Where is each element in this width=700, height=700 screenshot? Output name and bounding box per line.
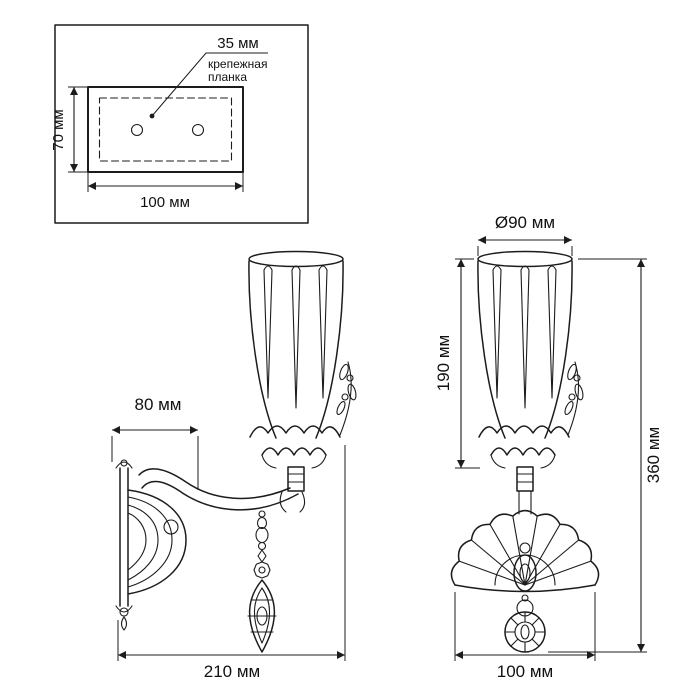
- plate-width-dim-label: 100 мм: [140, 194, 190, 211]
- front-shade-height-dimension: 190 мм: [434, 258, 480, 469]
- side-floral-sprig: [336, 361, 357, 436]
- side-total-depth-dimension: 210 мм: [117, 445, 346, 681]
- side-shade-stem: [287, 466, 305, 492]
- callout-leader-dot: [149, 113, 155, 119]
- front-crystal-pendant: [504, 594, 546, 653]
- front-shade: [477, 250, 584, 515]
- fan-rays: [458, 515, 592, 586]
- front-floral-sprig: [564, 361, 584, 436]
- fan-center-bead: [519, 542, 531, 554]
- shade-dart: [547, 265, 557, 399]
- side-crystal-drop: [247, 510, 277, 653]
- plate-height-dim-label: 70 мм: [50, 109, 67, 150]
- shade-dart: [263, 265, 273, 399]
- side-ruffle-collar: [249, 425, 341, 469]
- front-ruffle-collar: [478, 425, 570, 469]
- plate-height-dimension: 70 мм: [50, 86, 88, 173]
- fan-center-knob: [513, 554, 537, 592]
- side-depth-dim-label: 80 мм: [134, 395, 181, 414]
- front-diameter-dimension: Ø90 мм: [477, 213, 573, 256]
- front-shade-stem: [516, 466, 534, 515]
- front-backplate-width-dimension: 100 мм: [454, 592, 596, 681]
- shade-dart: [318, 265, 328, 399]
- side-total-depth-dim-label: 210 мм: [204, 662, 260, 681]
- mounting-plate-dashed-outline: [98, 97, 233, 162]
- front-fan-backplate: [450, 509, 600, 593]
- fan-scalloped-edge: [450, 509, 600, 586]
- front-shade-height-dim-label: 190 мм: [434, 335, 453, 391]
- shade-dart: [492, 265, 502, 399]
- front-backplate-width-dim-label: 100 мм: [497, 662, 553, 681]
- plate-label-line2: планка: [208, 70, 247, 84]
- side-dome-knob: [163, 519, 179, 535]
- shade-dart: [291, 265, 301, 409]
- plate-width-dimension: 100 мм: [87, 172, 244, 211]
- side-shade: [248, 250, 357, 492]
- shade-dart: [520, 265, 530, 409]
- detail-frame: [54, 24, 309, 224]
- mounting-hole-left: [130, 123, 144, 137]
- mounting-hole-right: [191, 123, 205, 137]
- front-view: Ø90 мм 190 мм 360 мм 100 мм: [434, 213, 663, 681]
- plate-label-line1: крепежная: [208, 57, 267, 71]
- callout-leader-line: [151, 52, 268, 117]
- offset-dim-label: 35 мм: [217, 35, 258, 52]
- front-diameter-dim-label: Ø90 мм: [495, 213, 555, 232]
- front-total-height-dim-label: 360 мм: [644, 427, 663, 483]
- side-backplate-dome: [127, 489, 187, 595]
- octagon-button: [253, 561, 271, 579]
- side-depth-dimension: 80 мм: [111, 395, 199, 490]
- side-view: 80 мм 210 мм: [111, 250, 357, 681]
- front-total-height-dimension: 360 мм: [548, 258, 663, 653]
- mounting-plate-outline: [87, 86, 244, 173]
- side-arm: [138, 468, 306, 513]
- side-wall-bracket: [115, 459, 187, 631]
- mounting-plate-detail: 35 мм крепежная планка 70 мм 100 мм: [50, 24, 309, 224]
